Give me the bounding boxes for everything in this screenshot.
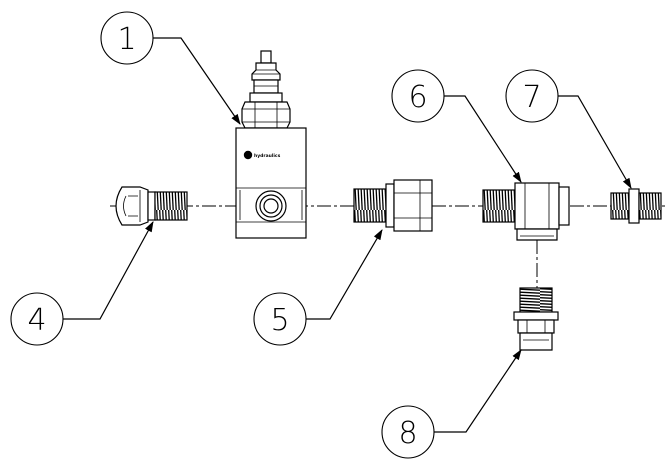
- valve-block: hydraulics: [235, 50, 307, 239]
- part-7-nipple: [610, 188, 662, 224]
- callout-4: 4: [10, 221, 154, 346]
- callout-8: 8: [381, 349, 522, 459]
- svg-text:5: 5: [270, 303, 289, 338]
- svg-text:7: 7: [522, 80, 541, 115]
- svg-text:1: 1: [117, 22, 136, 57]
- callout-7: 7: [505, 69, 632, 189]
- callout-5: 5: [253, 229, 383, 346]
- brand-label: hydraulics: [254, 153, 281, 159]
- svg-text:4: 4: [27, 303, 46, 338]
- part-5-adapter: [353, 179, 433, 232]
- part-6-tee: [482, 182, 570, 241]
- svg-text:8: 8: [398, 416, 417, 451]
- part-8-fitting: [513, 287, 559, 351]
- callout-6: 6: [391, 69, 522, 183]
- svg-text:6: 6: [408, 80, 427, 115]
- callout-1: 1: [100, 11, 241, 125]
- part-4-plug: [115, 186, 188, 226]
